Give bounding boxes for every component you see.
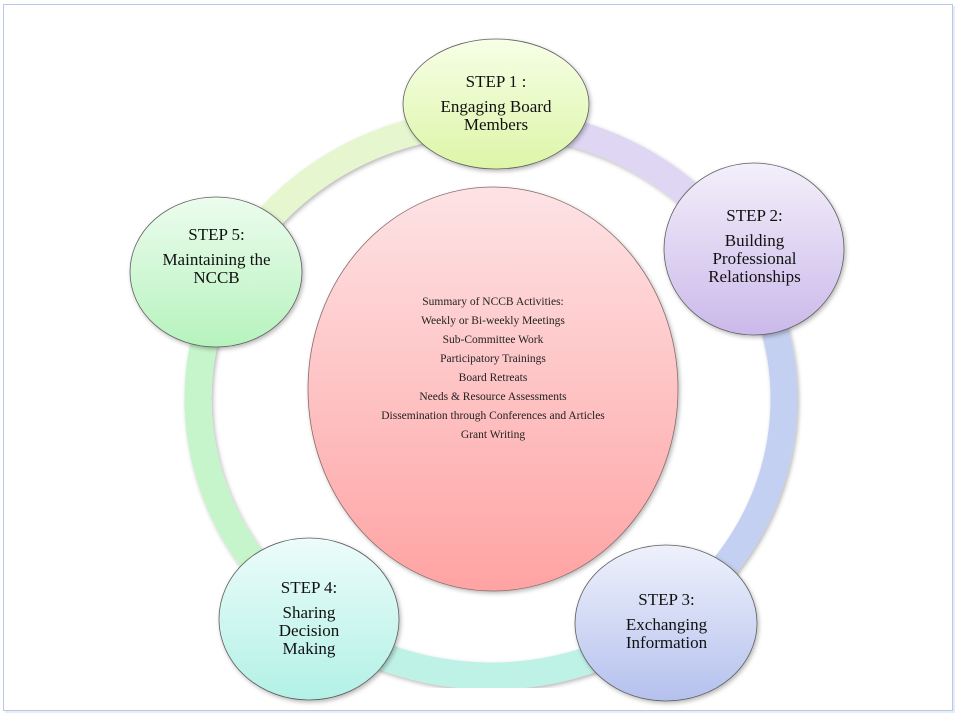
step-2-body: Building Professional Relationships (708, 231, 801, 286)
summary-item: Sub-Committee Work (442, 334, 544, 346)
step-5-title: STEP 5: (188, 225, 245, 244)
summary-item: Board Retreats (458, 372, 528, 384)
summary-item: Dissemination through Conferences and Ar… (381, 410, 605, 422)
step-3-title: STEP 3: (638, 590, 695, 609)
step-2-title: STEP 2: (726, 206, 783, 225)
step-4-label: STEP 4: Sharing Decision Making (219, 578, 399, 658)
step-1-title: STEP 1 : (465, 72, 527, 91)
step-2-label: STEP 2: Building Professional Relationsh… (664, 206, 845, 286)
step-5-body: Maintaining the NCCB (162, 250, 271, 287)
step-4-title: STEP 4: (280, 578, 338, 597)
step-1-label: STEP 1 : Engaging Board Members (404, 72, 588, 134)
slide-frame-shadow (5, 6, 955, 713)
step-1-node (402, 38, 590, 170)
step-3-label: STEP 3: Exchanging Information (576, 590, 757, 652)
step-5-node (129, 196, 303, 348)
step-4-body: Sharing Decision Making (278, 603, 340, 658)
summary-item: Participatory Trainings (440, 353, 546, 365)
summary-item: Needs & Resource Assessments (419, 391, 567, 403)
step-1-body: Engaging Board Members (440, 97, 552, 134)
step-3-node (574, 544, 758, 702)
center-summary: Summary of NCCB Activities: Weekly or Bi… (368, 296, 618, 448)
step-3-body: Exchanging Information (625, 615, 708, 652)
slide-frame (3, 4, 953, 711)
step-4-node (218, 537, 400, 701)
step-5-label: STEP 5: Maintaining the NCCB (131, 225, 302, 287)
summary-item: Weekly or Bi-weekly Meetings (421, 315, 565, 327)
summary-title: Summary of NCCB Activities: (422, 296, 564, 308)
step-nodes (129, 38, 845, 702)
center-summary-ellipse (307, 186, 679, 592)
step-2-node (663, 162, 845, 336)
summary-item: Grant Writing (460, 429, 526, 441)
